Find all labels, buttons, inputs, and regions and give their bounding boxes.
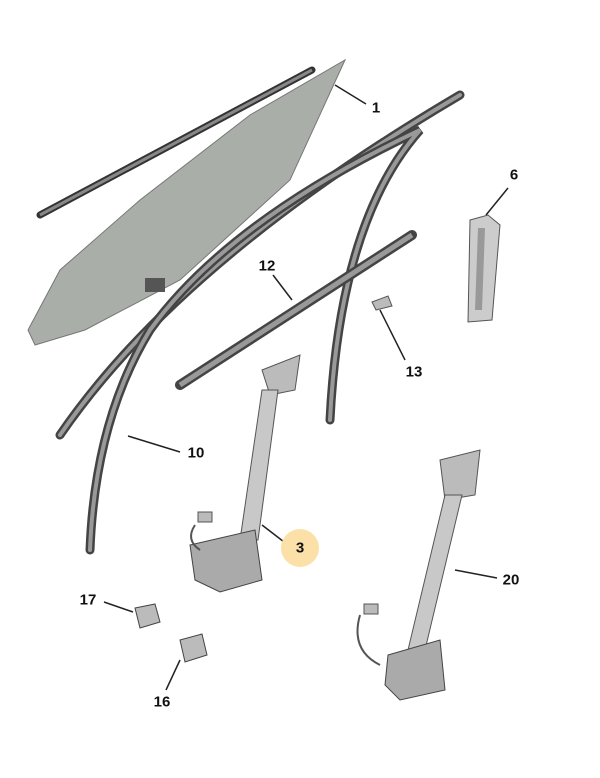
- callout-10[interactable]: 10: [187, 444, 205, 462]
- callout-3[interactable]: 3: [295, 539, 305, 557]
- callout-20[interactable]: 20: [502, 571, 520, 589]
- callout-16[interactable]: 16: [153, 693, 171, 711]
- leader-lines: [103, 84, 509, 691]
- part-10-run-channel: [55, 90, 465, 555]
- part-outer-seal: [36, 66, 316, 219]
- part-17-switch: [134, 603, 161, 629]
- part-12-inner-seal: [175, 230, 417, 390]
- glass-clip: [145, 278, 165, 292]
- part-16-switch: [179, 633, 208, 663]
- part-20-regulator: [356, 449, 481, 701]
- callout-17[interactable]: 17: [79, 591, 97, 609]
- part-3-regulator: [189, 354, 301, 593]
- part-1-glass: [27, 58, 347, 346]
- part-6-bracket: [467, 214, 501, 323]
- callout-12[interactable]: 12: [258, 257, 276, 275]
- part-13-clip: [371, 295, 393, 311]
- callout-13[interactable]: 13: [405, 363, 423, 381]
- callout-6[interactable]: 6: [509, 166, 519, 184]
- callout-1[interactable]: 1: [371, 99, 381, 117]
- highlight-circle-3: [281, 529, 319, 567]
